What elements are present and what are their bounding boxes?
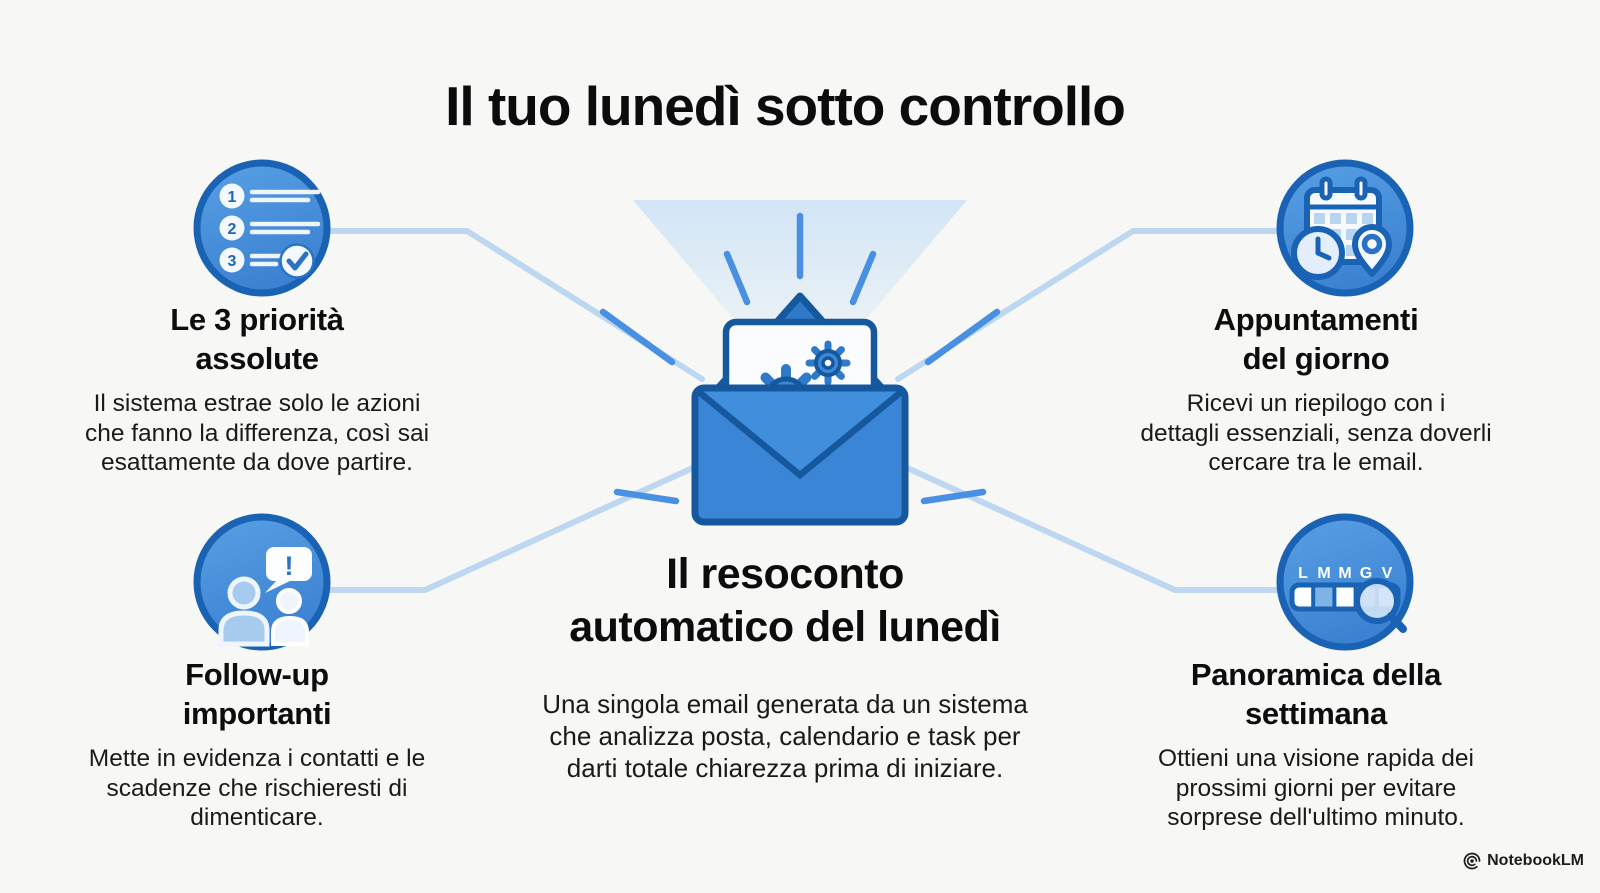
connector-bottom-right (900, 463, 1283, 593)
location-pin-icon (1352, 224, 1392, 277)
feature-appointments-body: Ricevi un riepilogo con i dettagli essen… (1140, 390, 1492, 476)
speech-bubble-icon: ! (265, 547, 312, 593)
check-circle-icon (279, 243, 315, 279)
svg-text:3: 3 (228, 253, 237, 270)
numbered-checklist-icon: 1 2 3 (193, 159, 331, 297)
numbered-list-icon: 1 2 3 (219, 183, 245, 273)
connector-bottom-left (323, 463, 700, 593)
svg-text:M: M (1338, 565, 1351, 582)
feature-priorities: Le 3 priorità assolute Il sistema estrae… (85, 300, 429, 478)
feature-followup-body: Mette in evidenza i contatti e le scaden… (88, 745, 426, 831)
people-icon (218, 576, 309, 647)
notebooklm-logo-icon (1463, 852, 1481, 870)
magnifier-icon (1354, 578, 1407, 633)
svg-text:M: M (1317, 565, 1330, 582)
envelope-body (691, 384, 909, 526)
week-day-labels: L M M G V (1298, 565, 1393, 582)
ray-lines (599, 212, 1001, 505)
center-summary: Il resoconto automatico del lunedì Una s… (542, 548, 1028, 784)
center-body: Una singola email generata da un sistema… (542, 689, 1028, 783)
week-strip-magnifier-icon: L M M G V (1276, 513, 1414, 651)
clock-icon (1291, 226, 1345, 280)
feature-priorities-body: Il sistema estrae solo le azioni che fan… (84, 390, 430, 476)
feature-week-body: Ottieni una visione rapida dei prossimi … (1158, 745, 1474, 831)
feature-followup-heading: Follow-up importanti (182, 657, 332, 731)
page-title: Il tuo lunedì sotto controllo (445, 75, 1126, 137)
calendar-clock-pin-icon (1276, 159, 1414, 297)
people-alert-icon: ! (193, 513, 331, 651)
feature-week: Panoramica della settimana Ottieni una v… (1158, 655, 1474, 833)
feature-followup: Follow-up importanti Mette in evidenza i… (89, 655, 425, 833)
svg-text:1: 1 (228, 189, 237, 206)
email-report-illustration (691, 292, 909, 526)
svg-text:2: 2 (228, 221, 237, 238)
notebooklm-label: NotebookLM (1487, 852, 1584, 869)
gear-small-icon (805, 340, 851, 386)
svg-text:!: ! (285, 551, 294, 581)
notebooklm-watermark: NotebookLM (1462, 851, 1584, 871)
feature-week-heading: Panoramica della settimana (1190, 657, 1442, 731)
feature-appointments: Appuntamenti del giorno Ricevi un riepil… (1140, 300, 1491, 478)
svg-text:V: V (1382, 565, 1393, 582)
svg-text:G: G (1360, 565, 1372, 582)
center-heading: Il resoconto automatico del lunedì (569, 550, 1001, 651)
feature-priorities-heading: Le 3 priorità assolute (170, 302, 344, 376)
feature-appointments-heading: Appuntamenti del giorno (1213, 302, 1419, 376)
svg-text:L: L (1298, 565, 1308, 582)
